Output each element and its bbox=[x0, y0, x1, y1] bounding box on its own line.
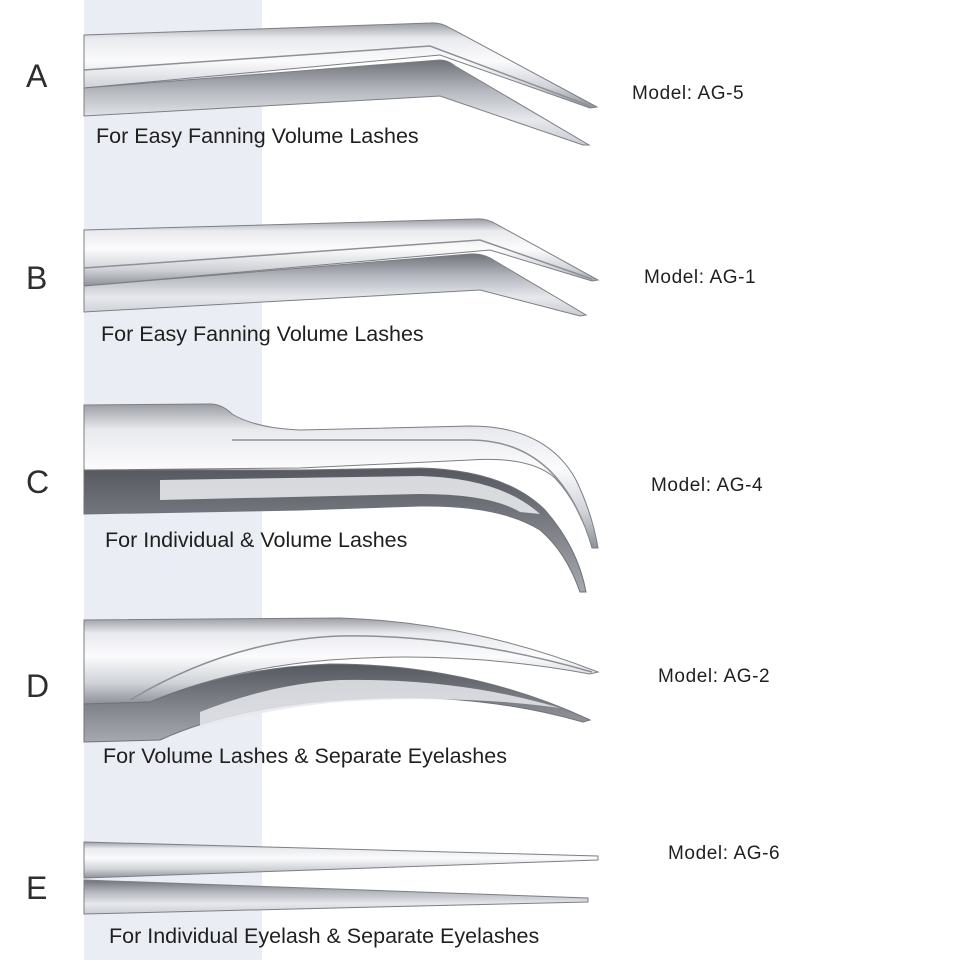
tweezers-ag-4-lower-shine bbox=[160, 476, 540, 514]
tweezers-ag-2-lower-shine bbox=[200, 679, 560, 728]
tweezers-ag-2 bbox=[83, 617, 600, 743]
row-letter-b: B bbox=[26, 260, 48, 296]
tweezers-ag-5-upper-edge bbox=[83, 45, 591, 107]
tweezers-ag-5-lower-arm bbox=[83, 59, 591, 146]
tweezers-ag-6-upper-arm bbox=[83, 841, 599, 879]
tweezers-ag-1-upper-edge bbox=[83, 239, 593, 280]
row-letter-c: C bbox=[26, 464, 50, 500]
model-label-c: Model: AG-4 bbox=[651, 475, 764, 496]
tweezers-ag-2-upper-edge bbox=[129, 635, 593, 701]
tweezers-ag-1 bbox=[83, 218, 600, 317]
usage-caption-a: For Easy Fanning Volume Lashes bbox=[96, 124, 419, 148]
tweezers-ag-4-lower-arm bbox=[83, 467, 587, 593]
tweezers-ag-4 bbox=[83, 403, 599, 593]
tweezers-ag-4-upper-edge bbox=[232, 439, 583, 521]
usage-caption-d: For Volume Lashes & Separate Eyelashes bbox=[103, 744, 507, 768]
tweezers-ag-2-upper-arm bbox=[83, 617, 600, 705]
usage-caption-c: For Individual & Volume Lashes bbox=[105, 528, 408, 552]
tweezers-ag-6-lower-arm bbox=[83, 879, 589, 915]
row-letter-e: E bbox=[26, 870, 48, 906]
model-label-e: Model: AG-6 bbox=[668, 843, 781, 864]
tweezers-ag-1-upper-arm bbox=[83, 218, 600, 287]
tweezers-ag-5-upper-arm bbox=[83, 22, 599, 109]
usage-caption-e: For Individual Eyelash & Separate Eyelas… bbox=[109, 924, 540, 948]
usage-caption-b: For Easy Fanning Volume Lashes bbox=[101, 322, 424, 346]
model-label-d: Model: AG-2 bbox=[658, 666, 771, 687]
tweezers-ag-5 bbox=[83, 22, 599, 146]
model-label-a: Model: AG-5 bbox=[632, 83, 745, 104]
tweezers-ag-1-lower-arm bbox=[83, 253, 588, 317]
tweezers-ag-6 bbox=[83, 841, 599, 915]
row-letter-a: A bbox=[26, 58, 48, 94]
row-letter-d: D bbox=[26, 668, 50, 704]
model-label-b: Model: AG-1 bbox=[644, 267, 757, 288]
